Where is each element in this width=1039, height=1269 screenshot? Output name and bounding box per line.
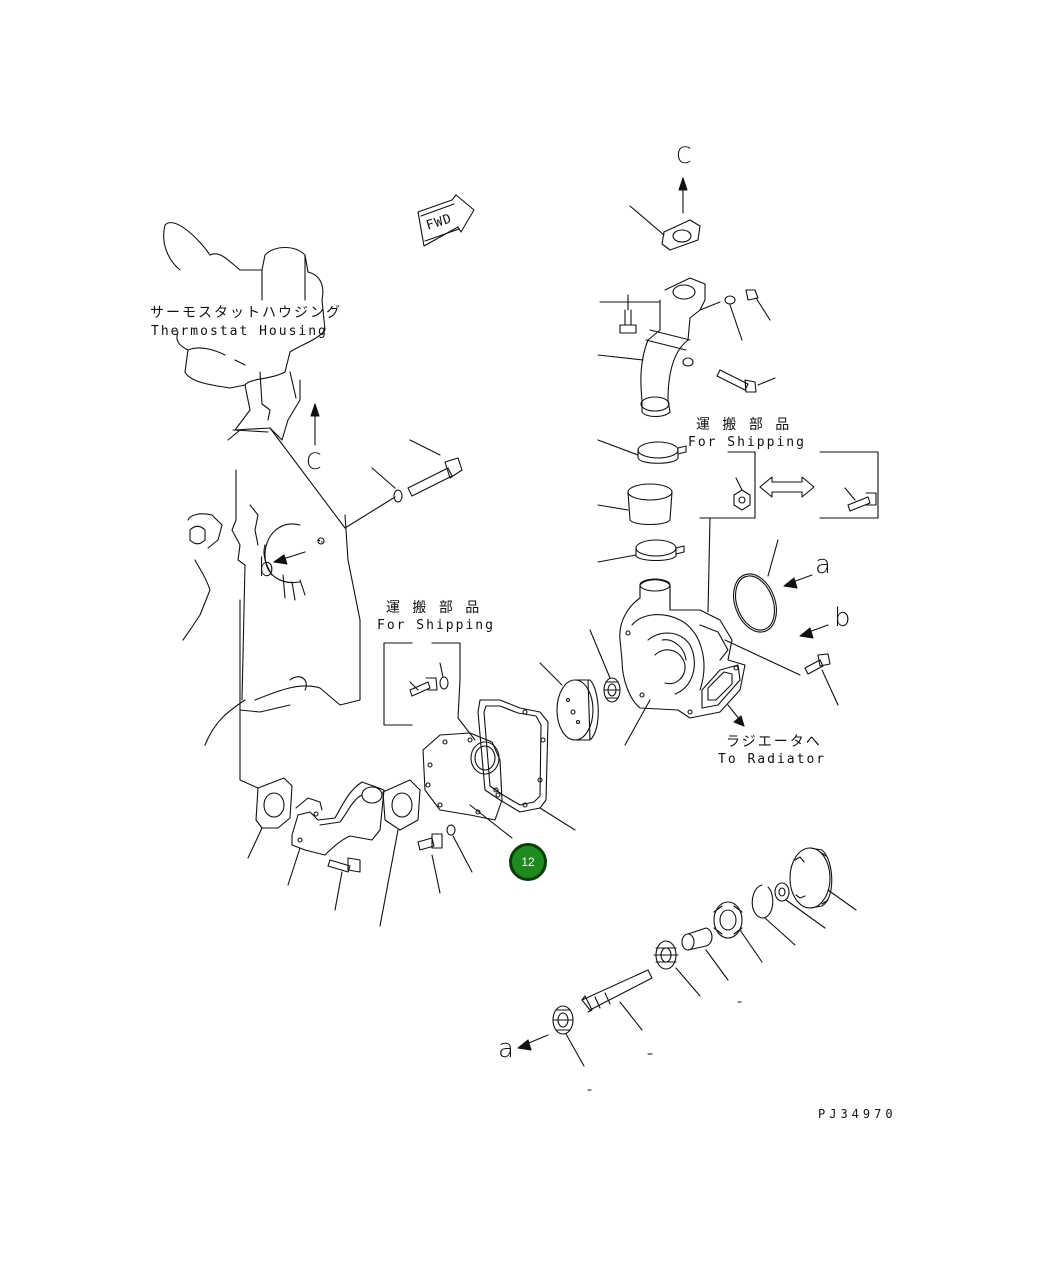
shipping-label-jp-right: 運 搬 部 品 [696,417,792,433]
engine-block [183,470,360,745]
seal-ring [590,630,620,702]
pulley [790,848,856,910]
c-arrow-top [679,178,687,213]
washer [775,883,825,928]
to-radiator-arrow [728,705,744,726]
pump-shaft [582,970,652,1030]
gasket-large [478,700,575,830]
gasket-middle [380,780,420,926]
top-gasket [630,206,700,250]
o-ring [726,540,784,638]
pump-mount-bolt [805,654,838,705]
ref-letter-b-left: b [258,553,275,583]
thermostat-housing-label-jp: サーモスタットハウジング [150,305,342,321]
to-radiator-label-jp: ラジエータへ [726,734,822,750]
ref-letter-a-right: a [815,550,831,580]
ref-letter-c-left: C [306,450,322,475]
hose-clamp-upper [598,440,686,463]
part-callout-12[interactable]: 12 [509,843,547,881]
leader-line [270,428,395,528]
water-elbow [598,278,720,417]
ref-letter-c-top: C [676,144,692,169]
fwd-arrow-symbol [418,195,474,246]
shipping-label-en-right: For Shipping [688,435,806,450]
spacer [682,928,728,980]
ref-arrow-b-right [800,625,828,638]
hose [598,484,672,525]
hose-clamp-lower [598,540,684,562]
bearing-inner [654,941,700,996]
ref-arrow-a-bottom [518,1035,548,1050]
cover-bolt-washer [418,825,472,893]
thermostat-housing [164,223,325,440]
ref-arrow-a-right [784,575,812,588]
shipping-label-en-center: For Shipping [377,618,495,633]
thermostat-housing-label-en: Thermostat Housing [151,324,328,339]
water-pump-body [620,579,800,745]
gasket-left [240,600,292,858]
snap-ring [752,885,795,945]
drawing-number: PJ34970 [818,1107,897,1121]
impeller [540,663,598,740]
seal-bottom [553,1006,584,1066]
long-bolt [372,440,462,502]
cover-plate [423,680,512,838]
ref-arrow-b-left [274,552,305,564]
elbow-pipe [288,782,384,885]
shipping-label-jp-center: 運 搬 部 品 [386,600,482,616]
elbow-bolt [328,858,360,910]
shipping-bracket-center [384,643,460,725]
shipping-bracket-right [700,452,878,612]
elbow-bolts [620,290,775,392]
ref-letter-b-right: b [834,603,851,633]
to-radiator-label-en: To Radiator [718,752,827,767]
ref-letter-a-bottom: a [498,1034,514,1064]
bearing-outer [714,902,762,962]
ref-arrow-c-left [311,404,319,445]
